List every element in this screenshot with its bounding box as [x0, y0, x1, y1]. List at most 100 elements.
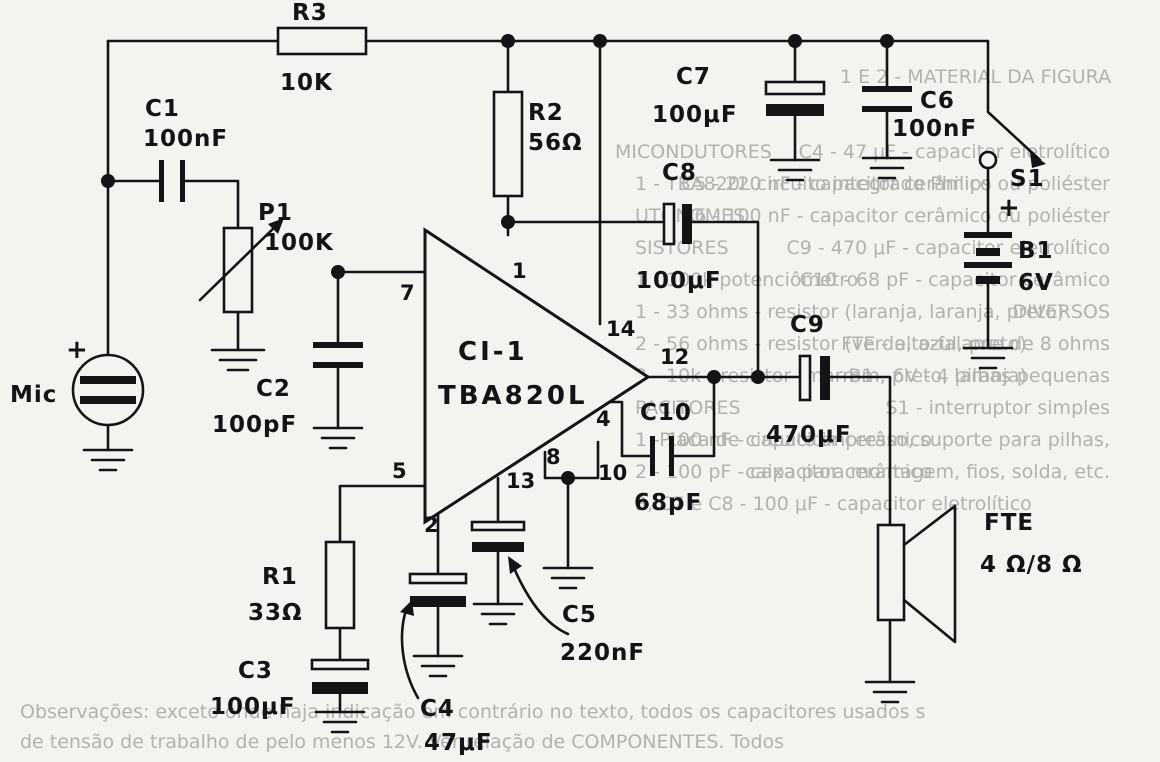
r3-ref: R3	[292, 0, 328, 26]
bleed-line-18: DIVERSOS	[1012, 301, 1110, 323]
ground-icon	[769, 158, 821, 182]
potentiometer-p1: P1 100K	[198, 200, 334, 314]
pin-13: 13	[506, 469, 535, 493]
bleed-line-20: B1 - 6V - 4 pilhas pequenas	[848, 365, 1110, 387]
r1-value: 33Ω	[248, 600, 303, 626]
resistor-r1: R1 33Ω	[248, 540, 356, 630]
c8-wire	[506, 220, 760, 379]
ground-icon	[412, 654, 464, 678]
c10-wire	[608, 375, 716, 458]
b1-ref: B1	[1018, 238, 1054, 264]
c9-ref: C9	[790, 312, 825, 338]
junction-pin14-rail	[593, 34, 607, 48]
c1-to-p1-wire	[106, 179, 240, 230]
p1-value: 100K	[264, 230, 334, 256]
capacitor-c8: C8 100μF	[636, 160, 722, 294]
c4-value: 47μF	[424, 730, 493, 756]
c10-ref: C10	[640, 400, 692, 426]
capacitor-c1: C1 100nF	[143, 96, 227, 202]
c3-ref: C3	[238, 658, 273, 684]
ground-icon	[542, 566, 594, 590]
pin-1: 1	[512, 259, 527, 283]
junction-pin8-10	[561, 471, 575, 485]
wires	[106, 39, 1042, 714]
capacitor-c5: C5 220nF	[470, 520, 645, 666]
ground-icon	[312, 426, 364, 450]
capacitor-c6: C6 100nF	[862, 86, 976, 142]
bleed-line-10: 1 - 100 nF - capacitor cerâmico	[635, 429, 932, 451]
mic-label: Mic	[10, 382, 57, 408]
bleed-line-14: C5 - 220 nF - capacitor cerâmico ou poli…	[681, 173, 1110, 195]
junction-c1	[101, 174, 115, 188]
bleed-line-7: 2 - 56 ohms - resistor (verde, azul, pre…	[635, 333, 1027, 355]
bleed-line-5: 1 - 100k potenciômetro	[635, 269, 858, 291]
bleed-line-13: C4 - 47 μF - capacitor eletrolítico	[799, 141, 1110, 163]
p1-ref: P1	[258, 200, 293, 226]
pin-7: 7	[400, 281, 415, 305]
ground-icon	[82, 448, 134, 472]
r2-value: 56Ω	[528, 130, 583, 156]
ground-icon	[861, 156, 913, 180]
c8-value: 100μF	[636, 268, 722, 294]
r2-ref: R2	[528, 100, 564, 126]
capacitor-c4: C4 47μF	[400, 572, 493, 756]
microphone: Mic +	[10, 335, 145, 427]
capacitor-c9: C9 470μF	[766, 312, 852, 448]
bleed-line-6: 1 - 33 ohms - resistor (laranja, laranja…	[635, 301, 1064, 323]
ground-icon	[864, 680, 916, 704]
junctions	[101, 34, 894, 485]
pin-2: 2	[424, 513, 439, 537]
c3-value: 100μF	[210, 694, 296, 720]
c5-ref: C5	[562, 602, 597, 628]
junction-c10-out	[707, 370, 721, 384]
r1-ref: R1	[262, 564, 298, 590]
junction-c6-rail	[880, 34, 894, 48]
bleed-line-0: 1 E 2 - MATERIAL DA FIGURA	[840, 66, 1111, 88]
capacitor-c3: C3 100μF	[210, 658, 370, 720]
decoupling-wire	[793, 39, 889, 162]
pin-12: 12	[660, 345, 689, 369]
resistor-r3: R3 10K	[276, 0, 368, 96]
pin7-wire	[336, 270, 427, 344]
junction-pin7	[331, 265, 345, 279]
bleed-line-19: FTE - alto-falante de 8 ohms	[841, 333, 1110, 355]
ground-icon	[314, 710, 366, 734]
capacitor-c7: C7 100μF	[652, 64, 826, 128]
c4-ref: C4	[420, 696, 455, 722]
resistor-r2: R2 56Ω	[492, 90, 583, 198]
speaker-fte: FTE 4 Ω/8 Ω	[876, 504, 1083, 644]
bleed-line-12: 3, C7 e C8 - 100 μF - capacitor eletrolí…	[635, 493, 1032, 515]
pin-4: 4	[596, 407, 611, 431]
c2-ref: C2	[256, 376, 291, 402]
c8-ref: C8	[662, 160, 697, 186]
ground-icon	[210, 348, 266, 372]
output-wire	[646, 375, 892, 527]
c10-value: 68pF	[634, 490, 702, 516]
battery-b1: + B1 6V	[964, 193, 1054, 296]
pin-14: 14	[606, 317, 635, 341]
bleed-line-1: MICONDUTORES	[615, 141, 772, 163]
c6-ref: C6	[920, 88, 955, 114]
c5-value: 220nF	[560, 640, 645, 666]
c7-value: 100μF	[652, 102, 738, 128]
r3-value: 10K	[280, 70, 333, 96]
mic-polarity: +	[66, 335, 91, 365]
pin-8: 8	[546, 445, 561, 469]
c9-value: 470μF	[766, 422, 852, 448]
bleed-line-2: 1 - TBA820L circuito integrado Philips	[635, 173, 992, 195]
switch-s1: S1	[978, 150, 1046, 192]
capacitor-c2: C2 100pF	[212, 342, 363, 438]
bleed-line-24: Observações: exceto onde haja indicação …	[20, 701, 925, 723]
speaker-value: 4 Ω/8 Ω	[980, 552, 1083, 578]
speaker-ref: FTE	[984, 510, 1034, 536]
ground-symbols	[82, 156, 1014, 734]
pin-10: 10	[598, 461, 627, 485]
bleed-line-16: C9 - 470 μF - capacitor eletrolítico	[787, 237, 1110, 259]
bleed-line-25: de tensão de trabalho de pelo menos 12V.…	[20, 731, 784, 753]
bleed-line-15: C6 - 100 nF - capacitor cerâmico ou poli…	[681, 205, 1110, 227]
c1-ref: C1	[145, 96, 180, 122]
c7-ref: C7	[676, 64, 711, 90]
battery-polarity: +	[998, 193, 1023, 223]
